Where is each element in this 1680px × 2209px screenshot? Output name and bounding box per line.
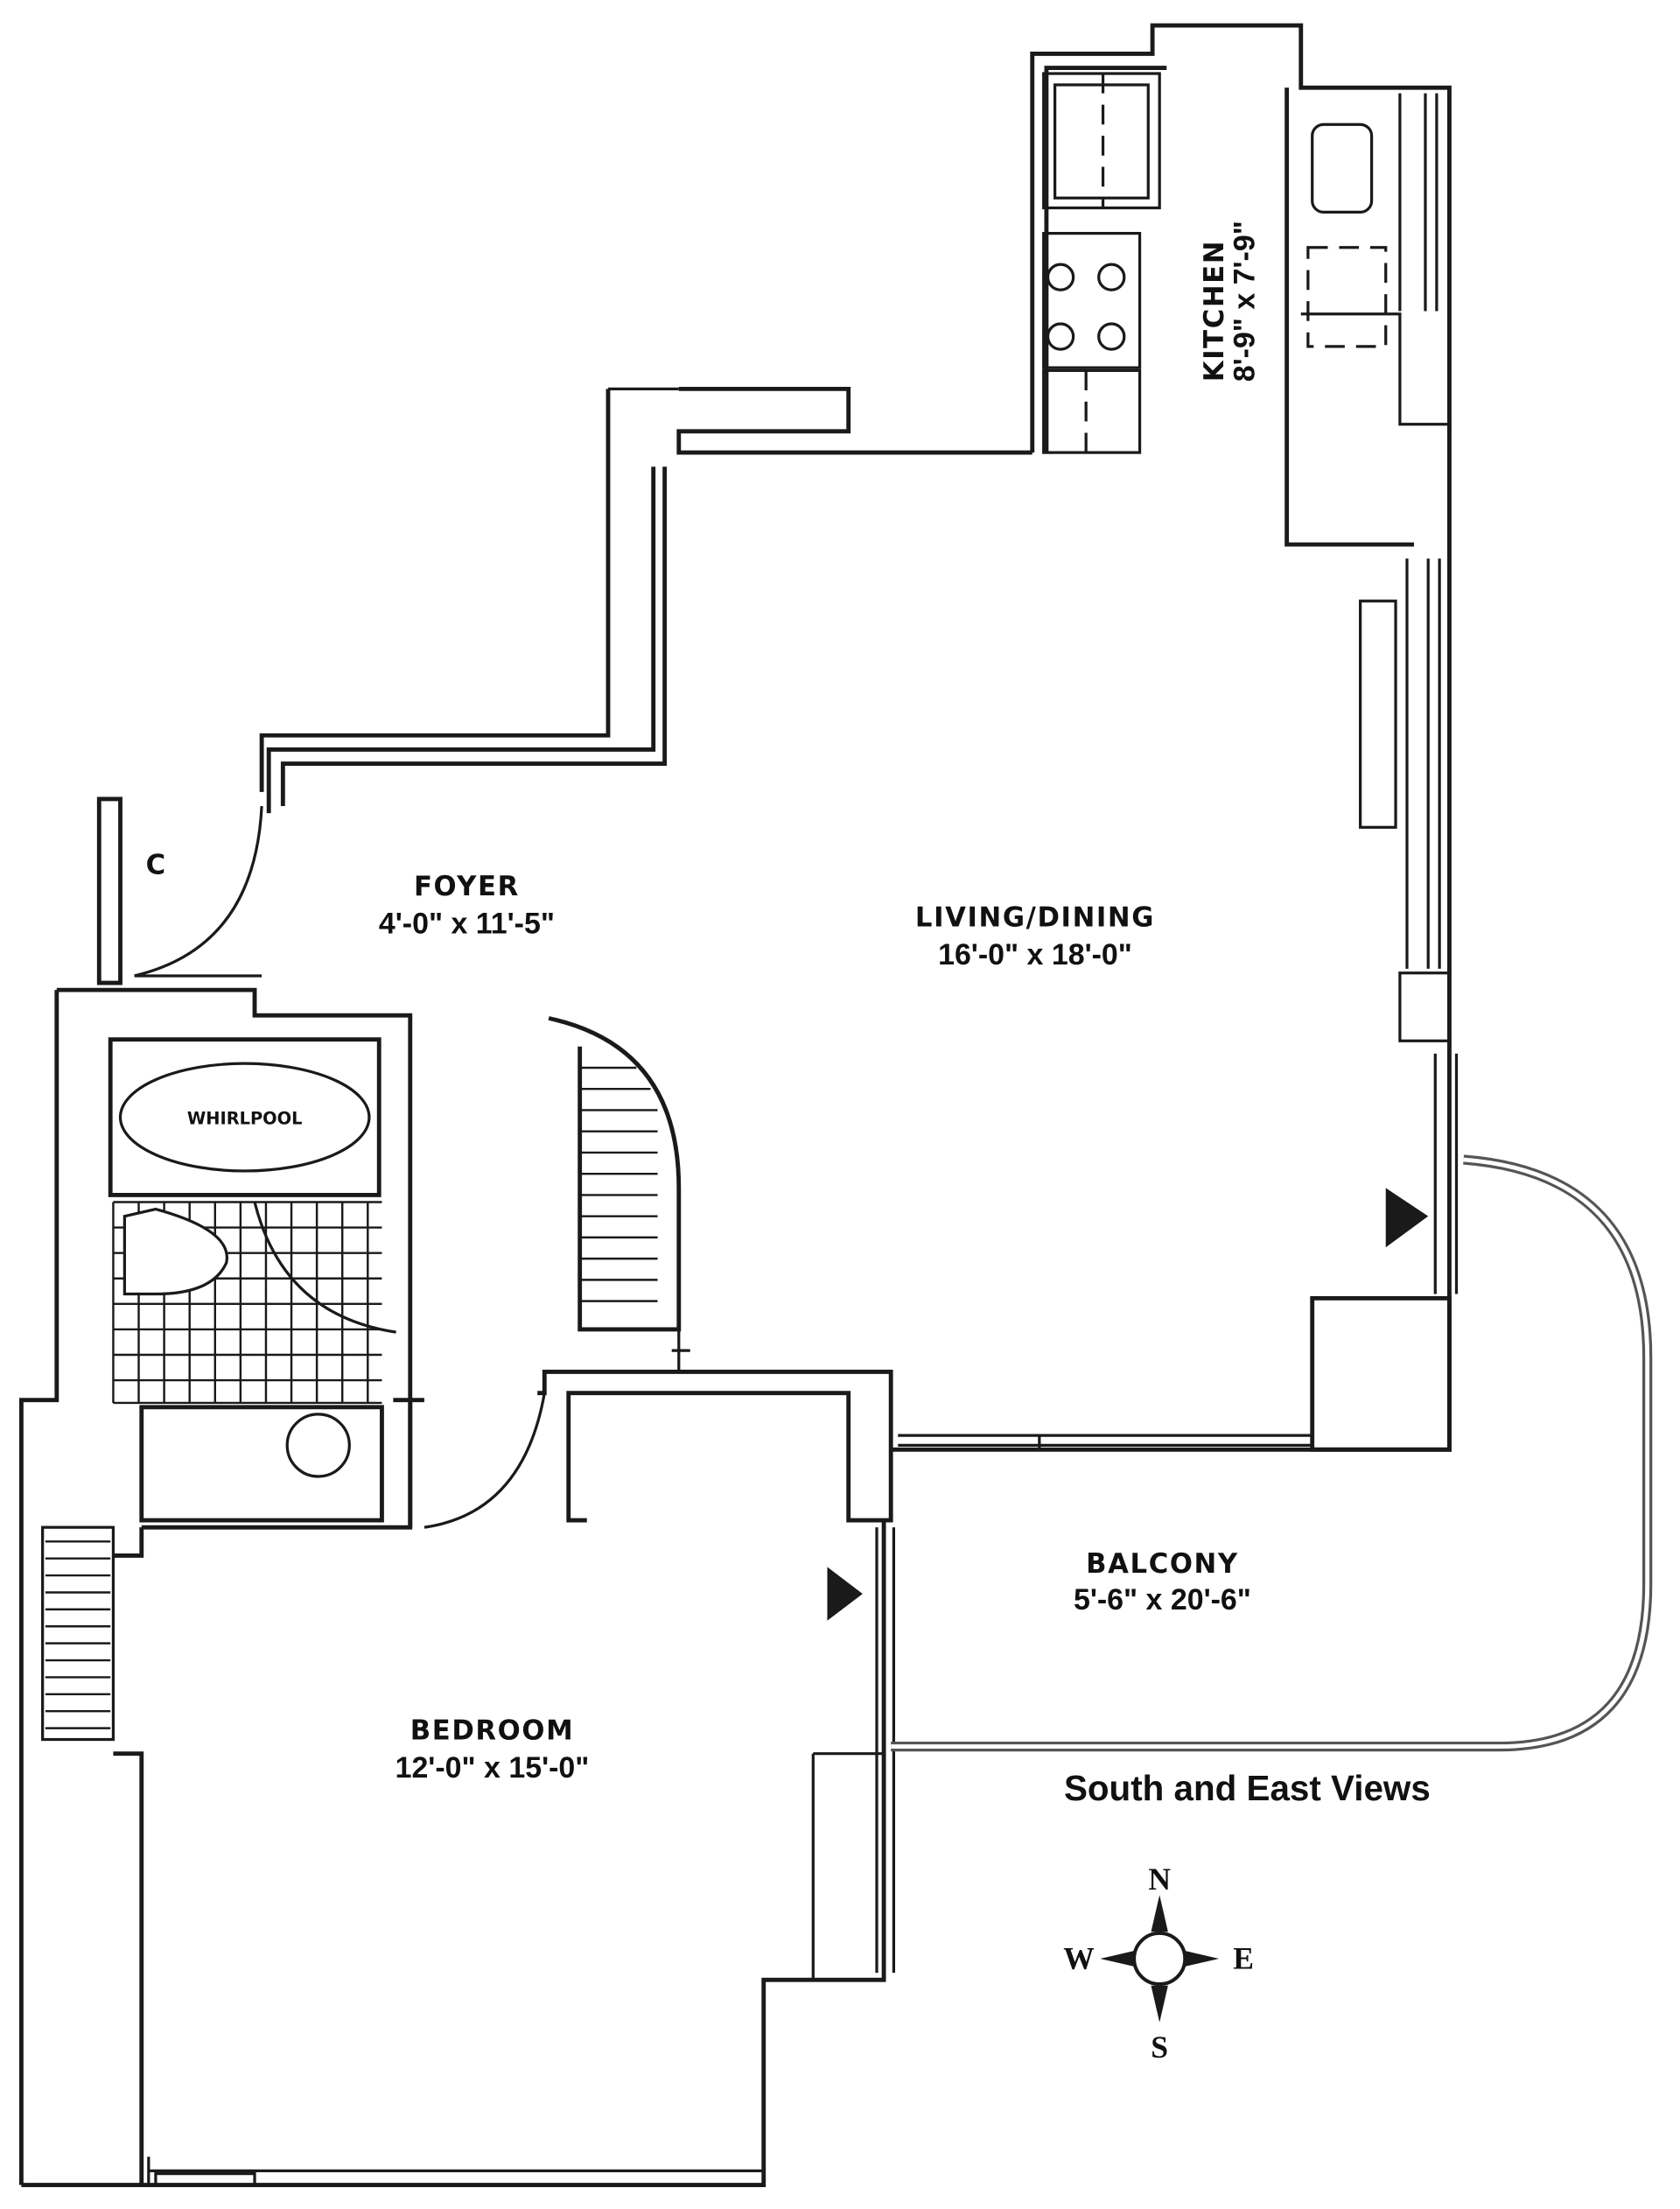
bedroom-dimensions: 12'-0" x 15'-0" <box>396 1751 590 1785</box>
window-view-arrow-icon <box>827 1567 863 1621</box>
bathroom <box>18 987 413 2185</box>
curved-wall <box>548 1016 690 1372</box>
kitchen-walls <box>1030 23 1452 547</box>
balcony-dimensions: 5'-6" x 20'-6" <box>1074 1583 1251 1616</box>
kitchen-label: KITCHEN <box>1200 240 1230 382</box>
closet-label: C <box>146 851 167 881</box>
compass-north: N <box>1148 1862 1171 1897</box>
compass-west: W <box>1063 1940 1095 1975</box>
living-dining-dimensions: 16'-0" x 18'-0" <box>938 938 1132 971</box>
foyer-closet <box>96 796 263 985</box>
foyer-label: FOYER <box>414 872 520 902</box>
balcony-label: BALCONY <box>1086 1549 1239 1580</box>
whirlpool-label: WHIRLPOOL <box>187 1109 303 1129</box>
balcony-railing <box>891 1154 1653 1752</box>
foyer-dimensions: 4'-0" x 11'-5" <box>379 907 555 940</box>
living-dining-label: LIVING/DINING <box>915 902 1155 933</box>
bedroom-label: BEDROOM <box>410 1716 574 1747</box>
window-view-arrow-icon <box>1385 1188 1429 1248</box>
compass-rose-icon: N S E W <box>1063 1862 1254 2065</box>
living-walls <box>259 386 1459 1452</box>
compass-east: E <box>1233 1940 1254 1975</box>
kitchen-dimensions: 8'-9" x 7'-9" <box>1228 221 1261 382</box>
bedroom-walls <box>21 1369 896 2187</box>
compass-south: S <box>1151 2030 1168 2065</box>
views-note: South and East Views <box>1064 1768 1431 1808</box>
